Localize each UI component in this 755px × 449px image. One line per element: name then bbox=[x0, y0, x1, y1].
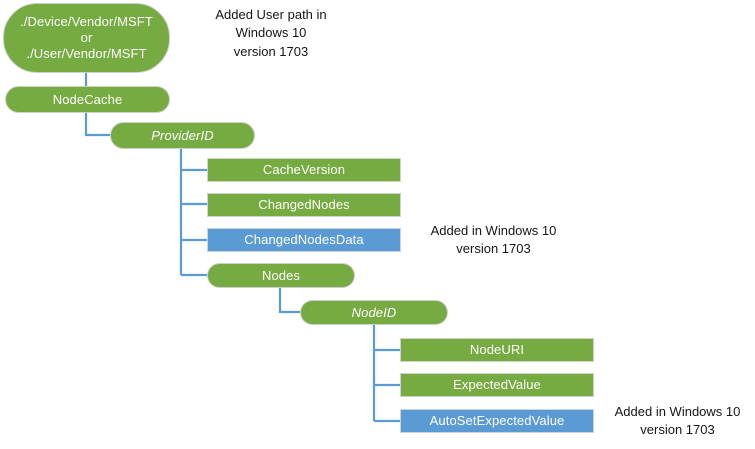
node-root[interactable]: ./Device/Vendor/MSFT or ./User/Vendor/MS… bbox=[3, 3, 170, 73]
node-expectedvalue[interactable]: ExpectedValue bbox=[400, 373, 594, 397]
node-nodeuri[interactable]: NodeURI bbox=[400, 338, 594, 362]
annotation-root-added-user-path: Added User path in Windows 10 version 17… bbox=[215, 7, 327, 59]
annotation-autosetexpectedvalue-added: Added in Windows 10 version 1703 bbox=[614, 404, 741, 438]
node-autosetexpectedvalue[interactable]: AutoSetExpectedValue bbox=[400, 409, 594, 433]
node-nodes[interactable]: Nodes bbox=[207, 263, 355, 288]
node-changednodes[interactable]: ChangedNodes bbox=[207, 193, 401, 217]
node-nodeid[interactable]: NodeID bbox=[300, 300, 448, 325]
edge-nodecache-providerid bbox=[84, 112, 112, 137]
node-providerid[interactable]: ProviderID bbox=[110, 122, 255, 149]
annotation-changednodesdata-added: Added in Windows 10 version 1703 bbox=[430, 223, 557, 257]
node-nodecache[interactable]: NodeCache bbox=[5, 86, 170, 113]
edge-nodes-nodeid bbox=[278, 288, 302, 314]
node-changednodesdata[interactable]: ChangedNodesData bbox=[207, 228, 401, 252]
node-cacheversion[interactable]: CacheVersion bbox=[207, 158, 401, 182]
